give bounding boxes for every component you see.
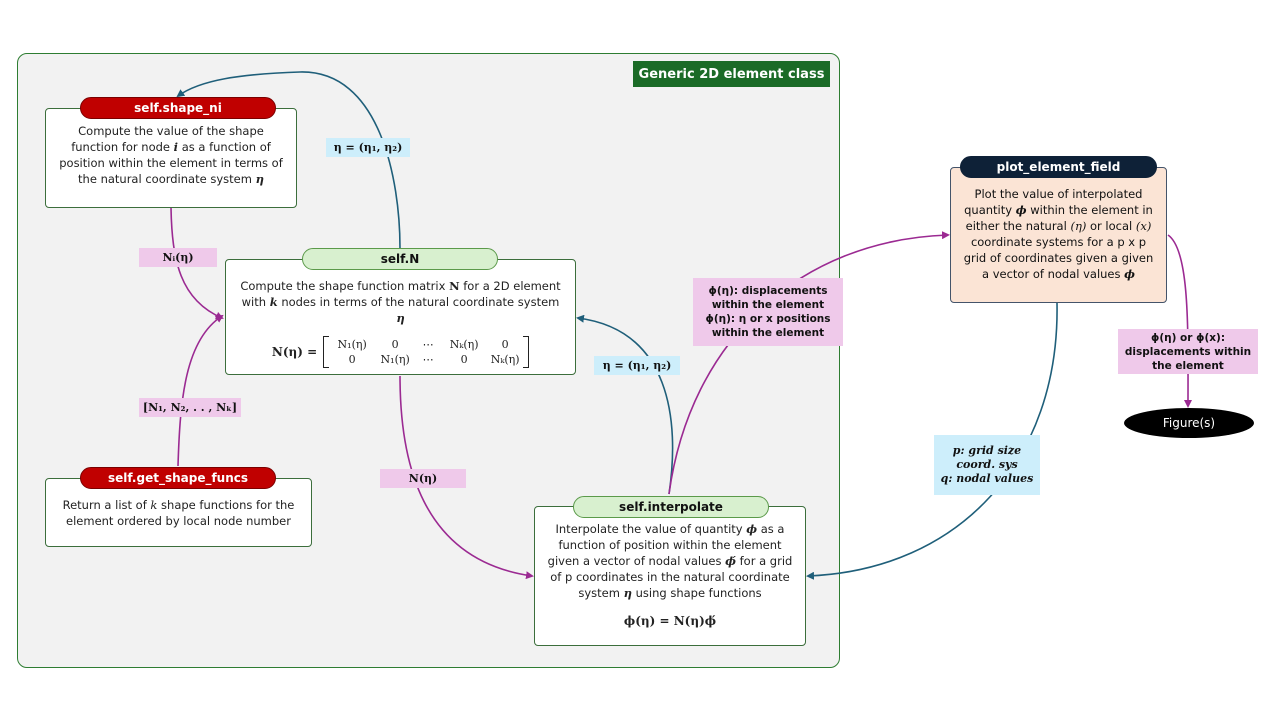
plot-var-eta: (η) — [1070, 219, 1087, 233]
n-text-3: nodes in terms of the natural coordinate… — [281, 295, 560, 309]
interp-text-3: for a grid of p coordinates in the natur… — [550, 554, 793, 600]
tag-phi-output: ϕ(η) or ϕ(x): displacements within the e… — [1118, 329, 1258, 374]
n-matrix: N₁(η) 0 ⋯ Nₖ(η) 0 0 N₁(η) ⋯ 0 Nₖ(η) — [323, 336, 530, 368]
arrow-plot-to-interpolate — [806, 302, 1058, 580]
arrow-interpolate-to-plot — [668, 231, 950, 495]
plot-var-x: (x) — [1135, 219, 1152, 233]
figure-output-node: Figure(s) — [1124, 408, 1254, 438]
plot-text-1: Plot the value of interpolated quantity — [964, 187, 1143, 217]
interp-var-phihat: ϕ́ — [725, 554, 736, 568]
matrix-cell: N₁(η) — [380, 352, 410, 366]
plot-text-2: within the element in either the natural — [965, 203, 1153, 233]
interp-var-phi: ϕ — [746, 522, 758, 536]
n-var-eta: η — [396, 311, 405, 325]
tag-eta-top: η = (η₁, η₂) — [326, 138, 410, 157]
shape-ni-box: Compute the value of the shape function … — [45, 108, 297, 208]
matrix-cell: 0 — [501, 337, 509, 351]
shape-ni-text-1: Compute the value of the shape function … — [71, 124, 264, 154]
gsf-text-2: shape functions for the element ordered … — [66, 498, 295, 528]
tag-grid-1: p: grid size — [952, 444, 1022, 457]
tag-grid-2: coord. sys — [956, 458, 1018, 471]
interpolate-box: Interpolate the value of quantity ϕ as a… — [534, 506, 806, 646]
n-var-k: k — [269, 295, 278, 309]
n-text-2: for a 2D element with — [241, 279, 561, 309]
interp-var-eta: η — [623, 586, 632, 600]
n-matrix-box: Compute the shape function matrix N for … — [225, 259, 576, 375]
interp-text-4: using shape functions — [635, 586, 762, 600]
arrow-plot-to-figure — [1167, 234, 1193, 408]
shape-ni-var-eta: η — [255, 172, 264, 186]
matrix-cell: Nₖ(η) — [490, 352, 520, 366]
plot-var-phi: ϕ — [1015, 203, 1027, 217]
plot-field-box: Plot the value of interpolated quantity … — [950, 167, 1167, 303]
shape-ni-text-2: as a function of position within the ele… — [59, 140, 283, 186]
shape-ni-var-i: i — [173, 140, 179, 154]
n-equation: N(η) = N₁(η) 0 ⋯ Nₖ(η) 0 0 N₁(η) ⋯ 0 Nₖ(… — [236, 336, 565, 368]
matrix-right-bracket — [523, 336, 530, 368]
matrix-cell: 0 — [348, 352, 356, 366]
arrow-interpolate-to-n — [576, 314, 674, 495]
n-var-N: N — [449, 279, 460, 293]
tag-grid-params: p: grid size coord. sys q: nodal values — [934, 435, 1040, 495]
arrow-gsf-to-n — [177, 314, 224, 467]
matrix-grid: N₁(η) 0 ⋯ Nₖ(η) 0 0 N₁(η) ⋯ 0 Nₖ(η) — [329, 338, 523, 367]
n-pill[interactable]: self.N — [302, 248, 498, 270]
plot-var-phi2: ϕ — [1124, 267, 1135, 281]
matrix-cell: Nₖ(η) — [449, 337, 479, 351]
tag-phi-disp-1: ϕ(η): displacements within the element — [708, 285, 828, 311]
gsf-var-k: k — [150, 498, 158, 512]
matrix-cell: 0 — [460, 352, 468, 366]
class-title: Generic 2D element class — [633, 61, 830, 87]
plot-field-pill[interactable]: plot_element_field — [960, 156, 1157, 178]
tag-grid-3: q: nodal values — [940, 472, 1034, 485]
get-shape-funcs-pill[interactable]: self.get_shape_funcs — [80, 467, 276, 489]
plot-text-3: or local — [1090, 219, 1133, 233]
matrix-cell: ⋯ — [422, 352, 434, 366]
interp-equation: ϕ(η) = N(η)ϕ́ — [623, 614, 717, 628]
plot-text-4: coordinate systems for a p x p grid of c… — [963, 235, 1154, 281]
gsf-text-1: Return a list of — [62, 498, 147, 512]
n-text-1: Compute the shape function matrix — [240, 279, 446, 293]
tag-phi-displacements: ϕ(η): displacements within the element ϕ… — [693, 278, 843, 346]
tag-n-list: [N₁, N₂, . . , Nₖ] — [139, 398, 241, 417]
tag-phi-disp-2: ϕ(η): η or x positions within the elemen… — [705, 313, 831, 339]
matrix-left-bracket — [323, 336, 330, 368]
matrix-cell: N₁(η) — [337, 337, 367, 351]
n-eq-lhs: N(η) = — [271, 345, 318, 359]
get-shape-funcs-box: Return a list of k shape functions for t… — [45, 478, 312, 547]
interpolate-pill[interactable]: self.interpolate — [573, 496, 769, 518]
shape-ni-pill[interactable]: self.shape_ni — [80, 97, 276, 119]
arrow-n-to-interpolate — [399, 375, 534, 580]
interp-text-2: as a function of position within the ele… — [547, 522, 785, 568]
interp-text-1: Interpolate the value of quantity — [555, 522, 743, 536]
arrow-shape-ni-to-n — [170, 207, 224, 320]
tag-n-eta: N(η) — [380, 469, 466, 488]
tag-ni-eta: Nᵢ(η) — [139, 248, 217, 267]
matrix-cell: 0 — [391, 337, 399, 351]
tag-eta-right: η = (η₁, η₂) — [594, 356, 680, 375]
matrix-cell: ⋯ — [422, 337, 434, 351]
arrow-n-to-shape-ni — [176, 71, 401, 249]
